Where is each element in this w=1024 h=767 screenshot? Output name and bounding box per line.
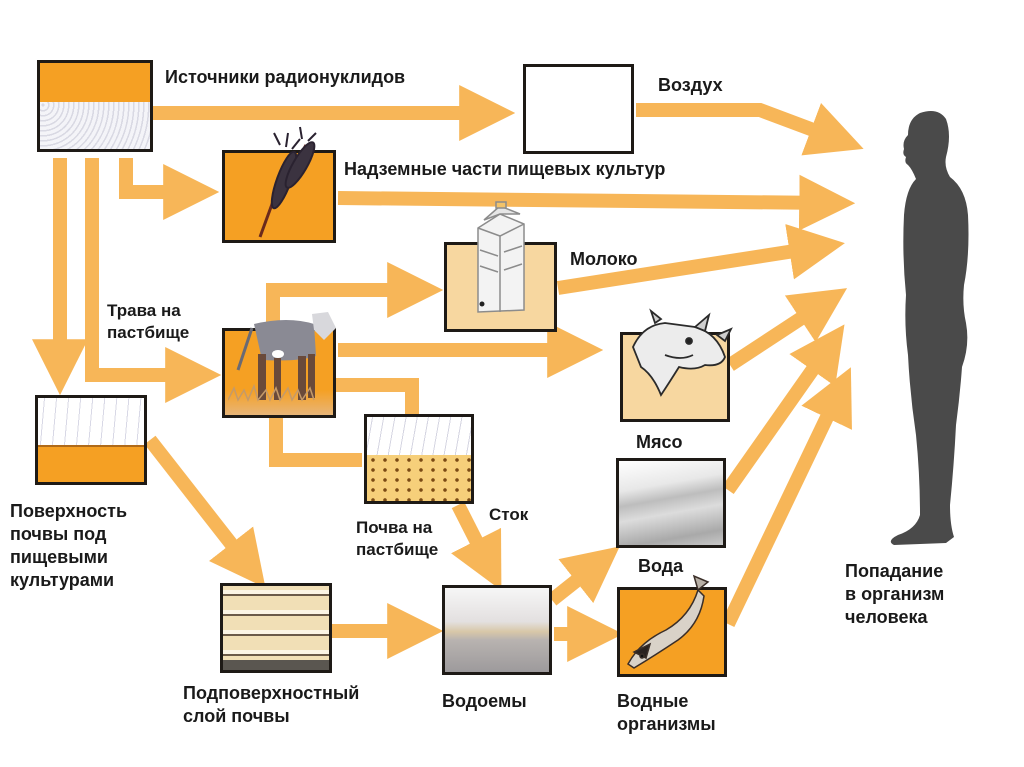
human-label: Попадание в организм человека <box>845 561 945 627</box>
arrow-aquatic-to-human <box>721 367 852 628</box>
water-box <box>616 458 726 548</box>
runoff-label: Сток <box>489 505 529 524</box>
pasture-soil-box <box>364 414 474 504</box>
subsoil-label: Подповерхностный слой почвы <box>183 683 360 726</box>
sources-box <box>37 60 153 152</box>
air-label: Воздух <box>658 75 723 95</box>
milk-label: Молоко <box>570 249 638 269</box>
human-silhouette-icon <box>890 111 969 545</box>
soil-surface-icon <box>38 398 144 447</box>
crops-label: Надземные части пищевых культур <box>344 159 666 179</box>
air-box <box>523 64 634 154</box>
pasture-soil-icon <box>367 417 471 455</box>
fish-icon <box>627 574 710 669</box>
milk-carton-icon <box>477 201 525 313</box>
arrow-pasture-soil-to-water-bodies <box>451 501 502 591</box>
aquatic-label: Водные организмы <box>617 691 716 734</box>
cow-grazing-icon <box>228 312 336 402</box>
subsoil-box <box>220 583 332 673</box>
arrow-sources-to-crops <box>119 158 220 220</box>
arrow-grass-to-milk <box>266 262 444 325</box>
water-label: Вода <box>638 556 684 576</box>
arrow-soil-surface-to-subsoil <box>144 435 266 588</box>
arrow-water-bodies-to-water <box>547 546 620 606</box>
grass-label: Трава на пастбище <box>107 301 190 342</box>
arrow-air-to-human <box>636 102 864 156</box>
water-bodies-box <box>442 585 552 675</box>
cow-head-icon <box>632 308 733 397</box>
soil-surface-box <box>35 395 147 485</box>
sources-label: Источники радионуклидов <box>165 67 406 87</box>
arrow-grass-to-pasture-soil-b <box>269 410 362 467</box>
arrow-grass-to-pasture-soil-a <box>336 378 419 418</box>
soil-surface-label: Поверхность почвы под пищевыми культурам… <box>10 501 128 590</box>
meat-label: Мясо <box>636 432 683 452</box>
water-bodies-label: Водоемы <box>442 691 527 711</box>
arrow-meat-to-human <box>726 288 848 371</box>
soil-layer-icon <box>40 63 150 104</box>
pasture-soil-label: Почва на пастбище <box>356 518 439 559</box>
wheat-icon <box>258 126 317 238</box>
arrow-crops-to-human <box>337 174 856 231</box>
arrow-water-to-human <box>722 324 845 495</box>
arrow-milk-to-human <box>556 224 845 295</box>
arrow-sources-to-grass <box>85 158 222 403</box>
